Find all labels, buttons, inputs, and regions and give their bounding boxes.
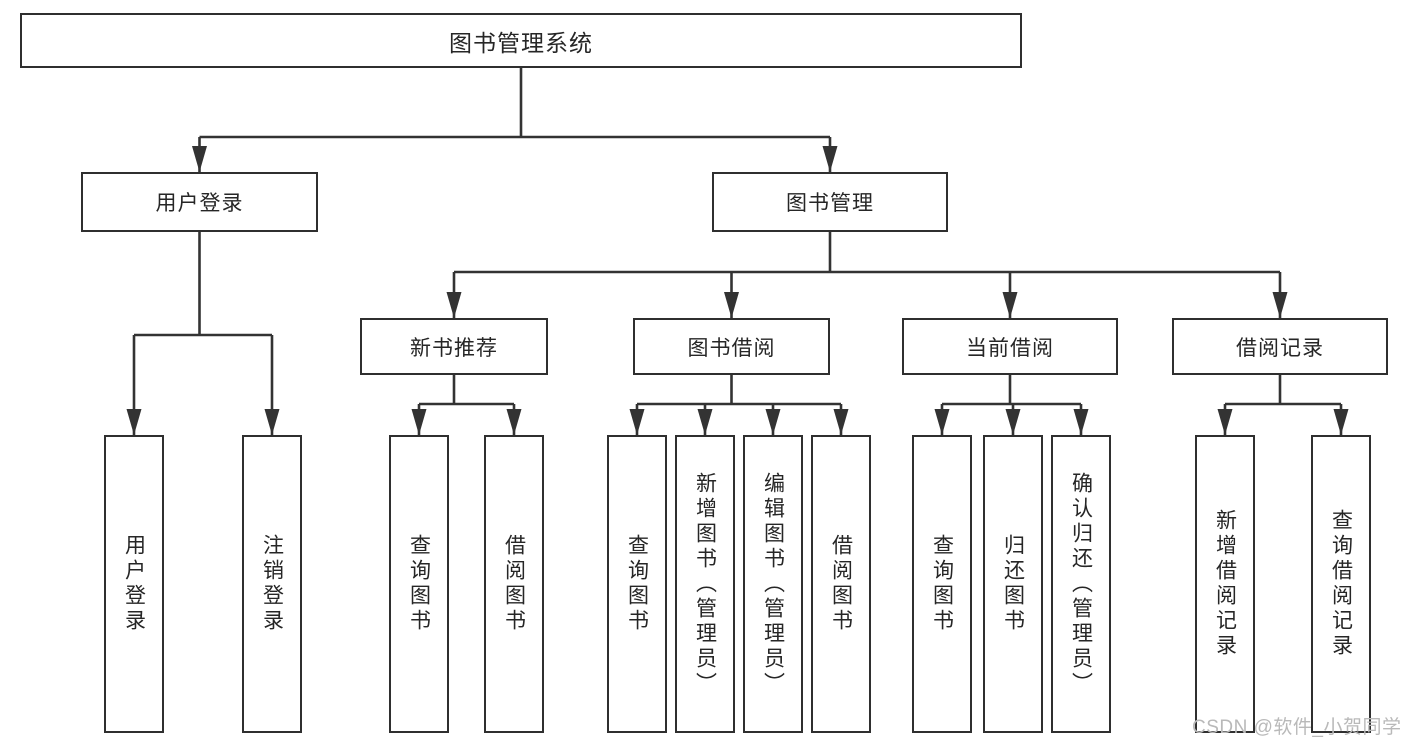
node-label: 编辑图书（管理员） <box>761 471 785 697</box>
node-label: 借阅图书 <box>829 534 853 634</box>
node-leaf-borrow-books-2[interactable]: 借阅图书 <box>811 435 871 733</box>
arrowhead-icon <box>1333 409 1349 435</box>
node-leaf-return-books[interactable]: 归还图书 <box>983 435 1043 733</box>
node-leaf-add-borrow-record[interactable]: 新增借阅记录 <box>1195 435 1255 733</box>
node-root[interactable]: 图书管理系统 <box>20 13 1022 68</box>
arrowhead-icon <box>1002 292 1018 318</box>
arrowhead-icon <box>724 292 739 318</box>
arrowhead-icon <box>1272 292 1288 318</box>
node-label: 图书管理 <box>786 192 874 215</box>
arrowhead-icon <box>1217 409 1233 435</box>
node-label: 用户登录 <box>122 534 146 634</box>
arrowhead-icon <box>765 409 781 435</box>
node-leaf-confirm-return-admin[interactable]: 确认归还（管理员） <box>1051 435 1111 733</box>
node-leaf-user-logout[interactable]: 注销登录 <box>242 435 302 733</box>
node-leaf-query-borrow-record[interactable]: 查询借阅记录 <box>1311 435 1371 733</box>
node-leaf-query-books-2[interactable]: 查询图书 <box>607 435 667 733</box>
node-label: 新增图书（管理员） <box>693 471 717 697</box>
arrowhead-icon <box>833 409 849 435</box>
node-leaf-query-books-3[interactable]: 查询图书 <box>912 435 972 733</box>
node-leaf-borrow-books-1[interactable]: 借阅图书 <box>484 435 544 733</box>
arrowhead-icon <box>411 409 427 435</box>
arrowhead-icon <box>264 409 280 435</box>
node-label: 查询借阅记录 <box>1329 509 1353 659</box>
node-current-borrowing[interactable]: 当前借阅 <box>902 318 1118 375</box>
node-user-login[interactable]: 用户登录 <box>81 172 318 232</box>
node-leaf-user-login[interactable]: 用户登录 <box>104 435 164 733</box>
node-leaf-query-books-1[interactable]: 查询图书 <box>389 435 449 733</box>
node-label: 查询图书 <box>407 534 431 634</box>
arrowhead-icon <box>446 292 462 318</box>
arrowhead-icon <box>822 146 838 172</box>
watermark-label: CSDN @软件_小贺同学 <box>1192 717 1402 738</box>
arrowhead-icon <box>192 146 207 172</box>
node-label: 借阅图书 <box>502 534 526 634</box>
node-label: 查询图书 <box>625 534 649 634</box>
arrowhead-icon <box>1005 409 1021 435</box>
node-label: 新增借阅记录 <box>1213 509 1237 659</box>
node-label: 图书借阅 <box>687 336 776 360</box>
node-book-borrowing[interactable]: 图书借阅 <box>633 318 830 375</box>
node-label: 确认归还（管理员） <box>1069 471 1093 697</box>
node-label: 当前借阅 <box>966 336 1054 360</box>
arrowhead-icon <box>1073 409 1089 435</box>
node-leaf-edit-book-admin[interactable]: 编辑图书（管理员） <box>743 435 803 733</box>
node-label: 新书推荐 <box>410 336 498 360</box>
node-label: 查询图书 <box>930 534 954 634</box>
node-label: 借阅记录 <box>1236 336 1324 360</box>
node-label: 用户登录 <box>155 192 244 215</box>
node-new-book-recommend[interactable]: 新书推荐 <box>360 318 548 375</box>
arrowhead-icon <box>697 409 713 435</box>
arrowhead-icon <box>126 409 142 435</box>
node-leaf-add-book-admin[interactable]: 新增图书（管理员） <box>675 435 735 733</box>
node-book-management[interactable]: 图书管理 <box>712 172 948 232</box>
node-label: 图书管理系统 <box>449 29 593 56</box>
node-label: 注销登录 <box>260 534 284 634</box>
arrowhead-icon <box>506 409 522 435</box>
arrowhead-icon <box>629 409 645 435</box>
node-label: 归还图书 <box>1001 534 1025 634</box>
node-borrow-records[interactable]: 借阅记录 <box>1172 318 1388 375</box>
arrowhead-icon <box>934 409 950 435</box>
